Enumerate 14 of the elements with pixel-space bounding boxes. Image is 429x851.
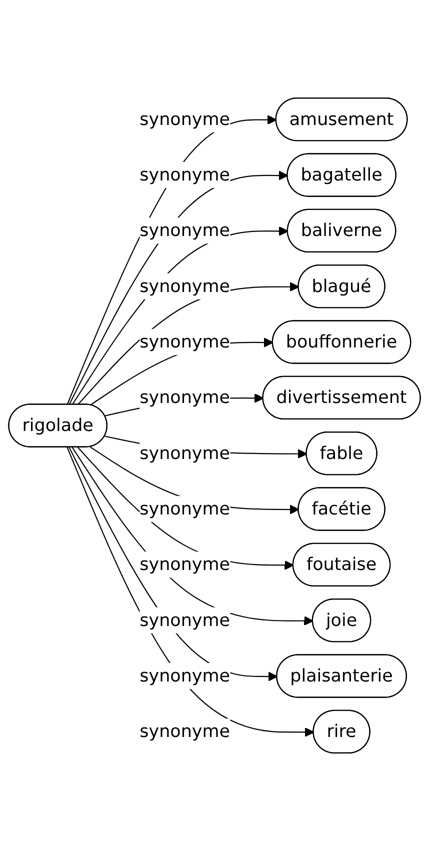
- edge-label: synonyme: [140, 386, 230, 408]
- edge-label: synonyme: [140, 554, 230, 574]
- edge-label: synonyme: [140, 331, 230, 352]
- edge-label: synonyme: [140, 108, 230, 130]
- edge-label: synonyme: [140, 164, 230, 185]
- edge-label: synonyme: [140, 220, 230, 240]
- edge-label: synonyme: [140, 275, 230, 296]
- edge-label: synonyme: [140, 609, 230, 630]
- edge-label: synonyme: [140, 442, 230, 464]
- edge-label: synonyme: [140, 720, 230, 742]
- arrow: [68, 447, 278, 682]
- arrow: [77, 446, 294, 570]
- edge-label: synonyme: [140, 665, 230, 686]
- edge-label: synonyme: [140, 498, 230, 519]
